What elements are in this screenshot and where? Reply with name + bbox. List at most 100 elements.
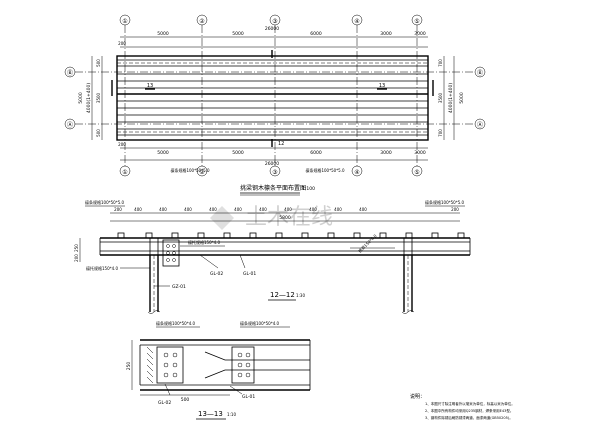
axis-bubbles-side: Ⓑ Ⓐ Ⓑ Ⓐ [64, 66, 486, 130]
s12-dim-10: 400 [359, 207, 367, 212]
watermark-logo-icon [210, 206, 234, 230]
dim-bottom-2: 5000 [232, 150, 244, 156]
side-dim-right-2: 3500 [438, 92, 443, 103]
section-marks: 13 13 12 [111, 50, 434, 147]
dim-bottom-4: 3000 [380, 150, 392, 156]
dim-top-3: 6000 [310, 31, 322, 37]
dim-bottom-1: 5000 [157, 150, 169, 156]
s13-member-gl02: GL-02 [158, 400, 171, 406]
side-dim-left-3: 500 [96, 129, 101, 137]
watermark-text: 土木在线 [245, 205, 333, 230]
plan-view: ① ② ③ ④ ⑤ ① ② ③ ④ ⑤ Ⓑ Ⓐ Ⓑ Ⓐ [64, 14, 486, 196]
section-mark-12-bottom: 12 [278, 141, 284, 147]
dim-top-1: 5000 [157, 31, 169, 37]
watermark: 土木在线 [210, 205, 333, 230]
s12-dim-8: 400 [309, 207, 317, 212]
plan-scale: 1:100 [302, 186, 315, 192]
side-dim-left-2: 3500 [96, 92, 101, 103]
axis-label-1: ① [122, 18, 127, 25]
axis-label-a-right: Ⓐ [477, 121, 483, 129]
plan-title-group: 挑梁钢木檩条平面布置图 1:100 [240, 184, 315, 196]
axis-label-2: ② [199, 18, 205, 25]
axis-label-4-bottom: ④ [354, 169, 359, 176]
purlin-area [116, 55, 429, 141]
s12-dim-2: 400 [159, 207, 167, 212]
side-dim-right-1: 700 [438, 59, 443, 67]
dim-bottom-5: 3000 [414, 150, 426, 156]
s13-scale: 1:10 [227, 412, 236, 417]
s12-dim-1: 400 [134, 207, 142, 212]
s12-dim-11: 200 [451, 207, 459, 212]
side-dim-left-outer: 5000 [78, 92, 84, 104]
dim-top-5: 3000 [414, 31, 426, 37]
s12-leaders: 檩托规格150*4.0 檩托规格150*4.0 挑梁150*4.0 GZ-01 … [86, 232, 395, 290]
notes-line-3: 3、钢构件除锈后刷防锈漆两道，面漆两道(GB50205)。 [425, 415, 513, 420]
section-mark-13-right: 13 [379, 83, 385, 89]
side-dim-right-outer: 5000 [459, 92, 465, 104]
s12-dim-0: 200 [114, 207, 122, 212]
axis-bubbles-top: ① ② ③ ④ ⑤ [119, 14, 423, 26]
dim-top-total: 26000 [265, 26, 279, 32]
top-dimensions: 5000 5000 6000 3000 3000 26000 200 [118, 26, 428, 48]
notes-line-2: 2、本图中所有构件均采用Q235钢材，焊条采用E43型。 [425, 408, 513, 413]
dim-top-2: 5000 [232, 31, 244, 37]
s12-columns [147, 238, 415, 314]
s12-dim-3: 400 [184, 207, 192, 212]
side-dim-left-1: 500 [96, 59, 101, 67]
plan-purlin-note-2: 檩条规格100*50*5.0 [305, 167, 345, 173]
plan-notes: 檩条规格100*50*5.0 檩条规格100*50*5.0 [170, 167, 345, 173]
axis-label-4: ④ [354, 18, 359, 25]
s13-title: 13—13 [198, 410, 223, 418]
s12-dim-9: 400 [334, 207, 342, 212]
side-dim-right-3: 700 [438, 129, 443, 137]
s12-note-right: 檩条规格100*50*5.0 [425, 199, 465, 205]
notes-title: 说明： [410, 393, 425, 400]
s12-scale: 1:30 [296, 293, 305, 298]
s12-note-left: 檩条规格100*50*5.0 [85, 199, 125, 205]
s12-beam [99, 232, 471, 267]
s12-note-bracket-mid: 檩托规格150*4.0 [188, 239, 220, 245]
s12-dim-6: 400 [259, 207, 267, 212]
section-mark-13-left: 13 [147, 83, 153, 89]
s12-dim-4: 400 [209, 207, 217, 212]
s12-member-gl02: GL-02 [210, 271, 223, 277]
axis-bubbles-bottom: ① ② ③ ④ ⑤ [119, 165, 423, 177]
s13-note-left: 檩条规格100*50*4.0 [156, 320, 196, 326]
axis-label-b-left: Ⓑ [67, 69, 73, 77]
plan-purlin-note: 檩条规格100*50*5.0 [170, 167, 210, 173]
axis-label-1-bottom: ① [122, 169, 127, 176]
axis-label-3: ③ [272, 18, 277, 25]
axis-label-5: ⑤ [414, 18, 419, 25]
axis-label-a-left: Ⓐ [67, 121, 73, 129]
dim-bottom-3: 6000 [310, 150, 322, 156]
roof-outline [116, 55, 429, 141]
axis-label-b-right: Ⓑ [477, 69, 483, 77]
s12-member-gz01: GZ-01 [172, 284, 186, 290]
dim-top-4: 3000 [380, 31, 392, 37]
side-dim-right-total: 4000(1+400) [448, 83, 454, 113]
notes-line-1: 1、本图尺寸除注明者外以毫米为单位，标高以米为单位。 [425, 401, 515, 406]
bottom-dimensions: 5000 5000 6000 3000 3000 26000 200 [118, 142, 428, 167]
s12-member-gl01: GL-01 [243, 271, 256, 277]
section-13-view: 檩条规格100*50*4.0 檩条规格100*50*4.0 [126, 320, 311, 420]
dim-bottom-edge: 200 [118, 142, 126, 147]
s12-dims-top: 200 400 400 400 400 400 400 400 400 400 … [114, 207, 459, 221]
axis-label-2-bottom: ② [199, 169, 205, 176]
s12-height-1: 250 [74, 244, 79, 252]
s12-title: 12—12 [270, 291, 295, 299]
s13-dim-height: 250 [126, 362, 132, 371]
s13-member-gl01: GL-01 [242, 394, 255, 400]
side-dimensions: 4000(1+400) 500 3500 500 4000(1+400) 700… [78, 56, 465, 140]
s13-beam [139, 339, 311, 391]
axis-lines [75, 25, 475, 166]
s12-dim-5: 400 [234, 207, 242, 212]
s13-note-right: 檩条规格100*50*4.0 [240, 320, 280, 326]
plan-title: 挑梁钢木檩条平面布置图 [240, 184, 306, 192]
s12-height-2: 200 [74, 254, 79, 262]
s12-note-bracket: 檩托规格150*4.0 [86, 265, 118, 271]
axis-label-5-bottom: ⑤ [414, 169, 419, 176]
s13-dim-width: 500 [181, 397, 190, 403]
section-12-view: 檩条规格100*50*5.0 檩条规格100*50*5.0 200 400 40… [74, 199, 471, 314]
dim-bottom-total: 26000 [265, 161, 279, 167]
